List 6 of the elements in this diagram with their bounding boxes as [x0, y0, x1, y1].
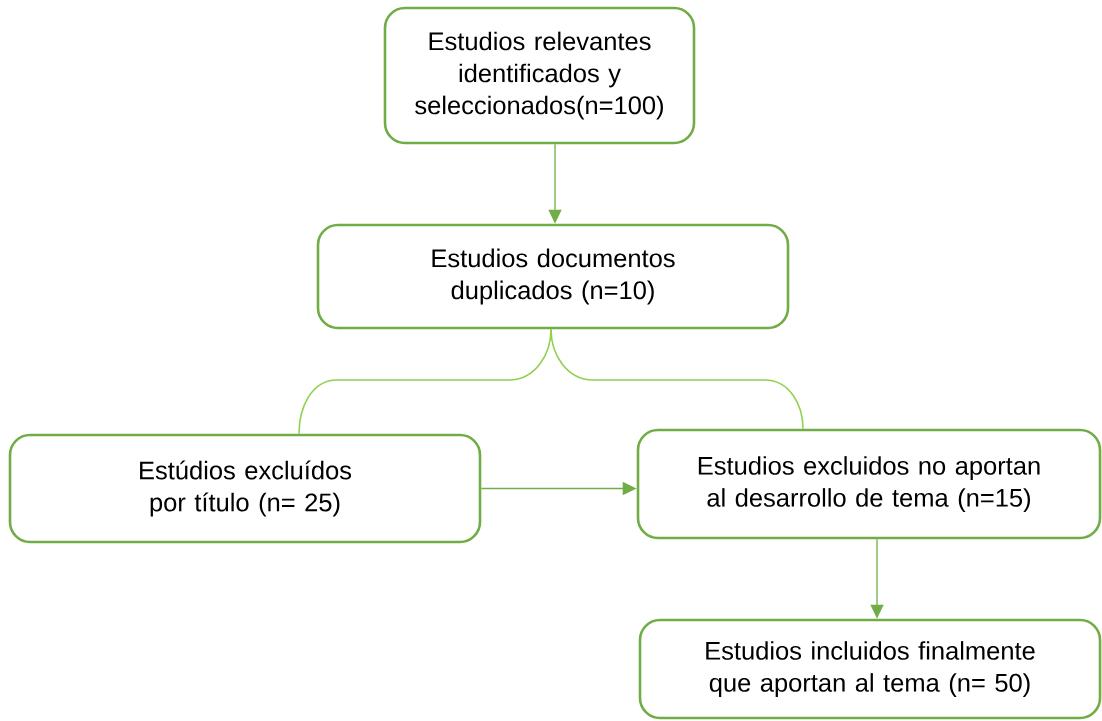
process-box: Estudios documentos duplicados (n=10) — [316, 223, 790, 330]
connector-line — [550, 328, 804, 430]
process-box: Estudios incluidos finalmente que aportan al tema (n= 50) — [638, 618, 1102, 720]
process-box: Estúdios excluídos por título (n= 25) — [8, 433, 482, 544]
process-box: Estudios excluidos no aportan al desarrollo de tema (n=15) — [636, 428, 1102, 540]
process-box: Estudios relevantes identificados y seleccionados(n=100) — [383, 6, 696, 145]
